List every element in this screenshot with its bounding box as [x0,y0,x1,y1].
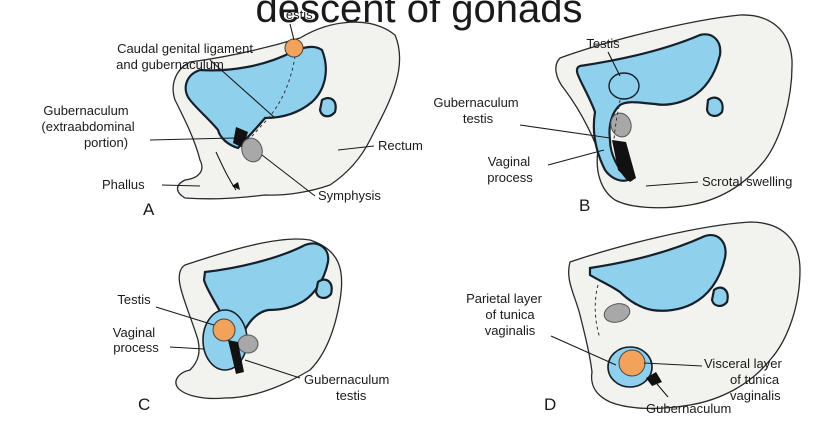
panel-a-testis [285,39,303,57]
panel-d-letter: D [544,395,556,414]
panel-b-letter: B [579,196,590,215]
panel-a-testis-label: Testis [279,7,313,22]
panel-d-rectum-tube [712,288,728,306]
panel-c-letter: C [138,395,150,414]
panel-b-vag-label-2: process [487,170,533,185]
panel-d-parietal-label-2: of tunica [485,307,535,322]
panel-b-gub-label-2: testis [463,111,494,126]
panel-b-gub-label-1: Gubernaculum [433,95,518,110]
panel-c-testis [213,319,235,341]
panel-b-vag-label-1: Vaginal [488,154,531,169]
panel-a-letter: A [143,200,155,219]
panel-d-parietal-label-3: vaginalis [485,323,536,338]
panel-d-testis [619,350,645,376]
panel-c-rectum-tube [316,280,332,298]
panel-a-caudal-label-1: Caudal genital ligament [117,41,253,56]
panel-d-visceral-label-1: Visceral layer [704,356,782,371]
panel-d: Parietal layer of tunica vaginalis Visce… [466,222,800,416]
panel-c-gub-label-1: Gubernaculum [304,372,389,387]
panel-a-rectum-label: Rectum [378,138,423,153]
panel-c: Testis Vaginal process Gubernaculum test… [113,239,389,414]
panel-a-caudal-label-2: and gubernaculum [116,57,224,72]
panel-c-testis-label: Testis [117,292,151,307]
panel-a-gub-label-1: Gubernaculum [43,103,128,118]
panel-b-scrotal-label: Scrotal swelling [702,174,792,189]
panel-c-symphysis-bone [238,335,258,353]
panel-d-parietal-label-1: Parietal layer [466,291,543,306]
panel-c-vag-label-1: Vaginal [113,325,156,340]
panel-c-vag-label-2: process [113,340,159,355]
panel-d-visceral-label-2: of tunica [730,372,780,387]
panel-b-rectum-tube [707,98,723,116]
panel-a-phallus-label: Phallus [102,177,145,192]
panel-d-visceral-label-3: vaginalis [730,388,781,403]
panel-b-vag-leader [548,150,604,165]
panel-b-testis-label: Testis [586,36,620,51]
panel-a-gub-label-2: (extraabdominal [41,119,134,134]
panel-b: Testis Gubernaculum testis Vaginal proce… [433,15,792,215]
panel-a: Testis Caudal genital ligament and guber… [41,7,422,219]
panel-b-testis-outline [609,73,639,99]
panel-d-gub-label: Gubernaculum [646,401,731,416]
panel-a-gub-label-3: portion) [84,135,128,150]
panel-a-symphysis-label: Symphysis [318,188,381,203]
panel-c-gub-label-2: testis [336,388,367,403]
panel-a-rectum-tube [320,98,336,116]
